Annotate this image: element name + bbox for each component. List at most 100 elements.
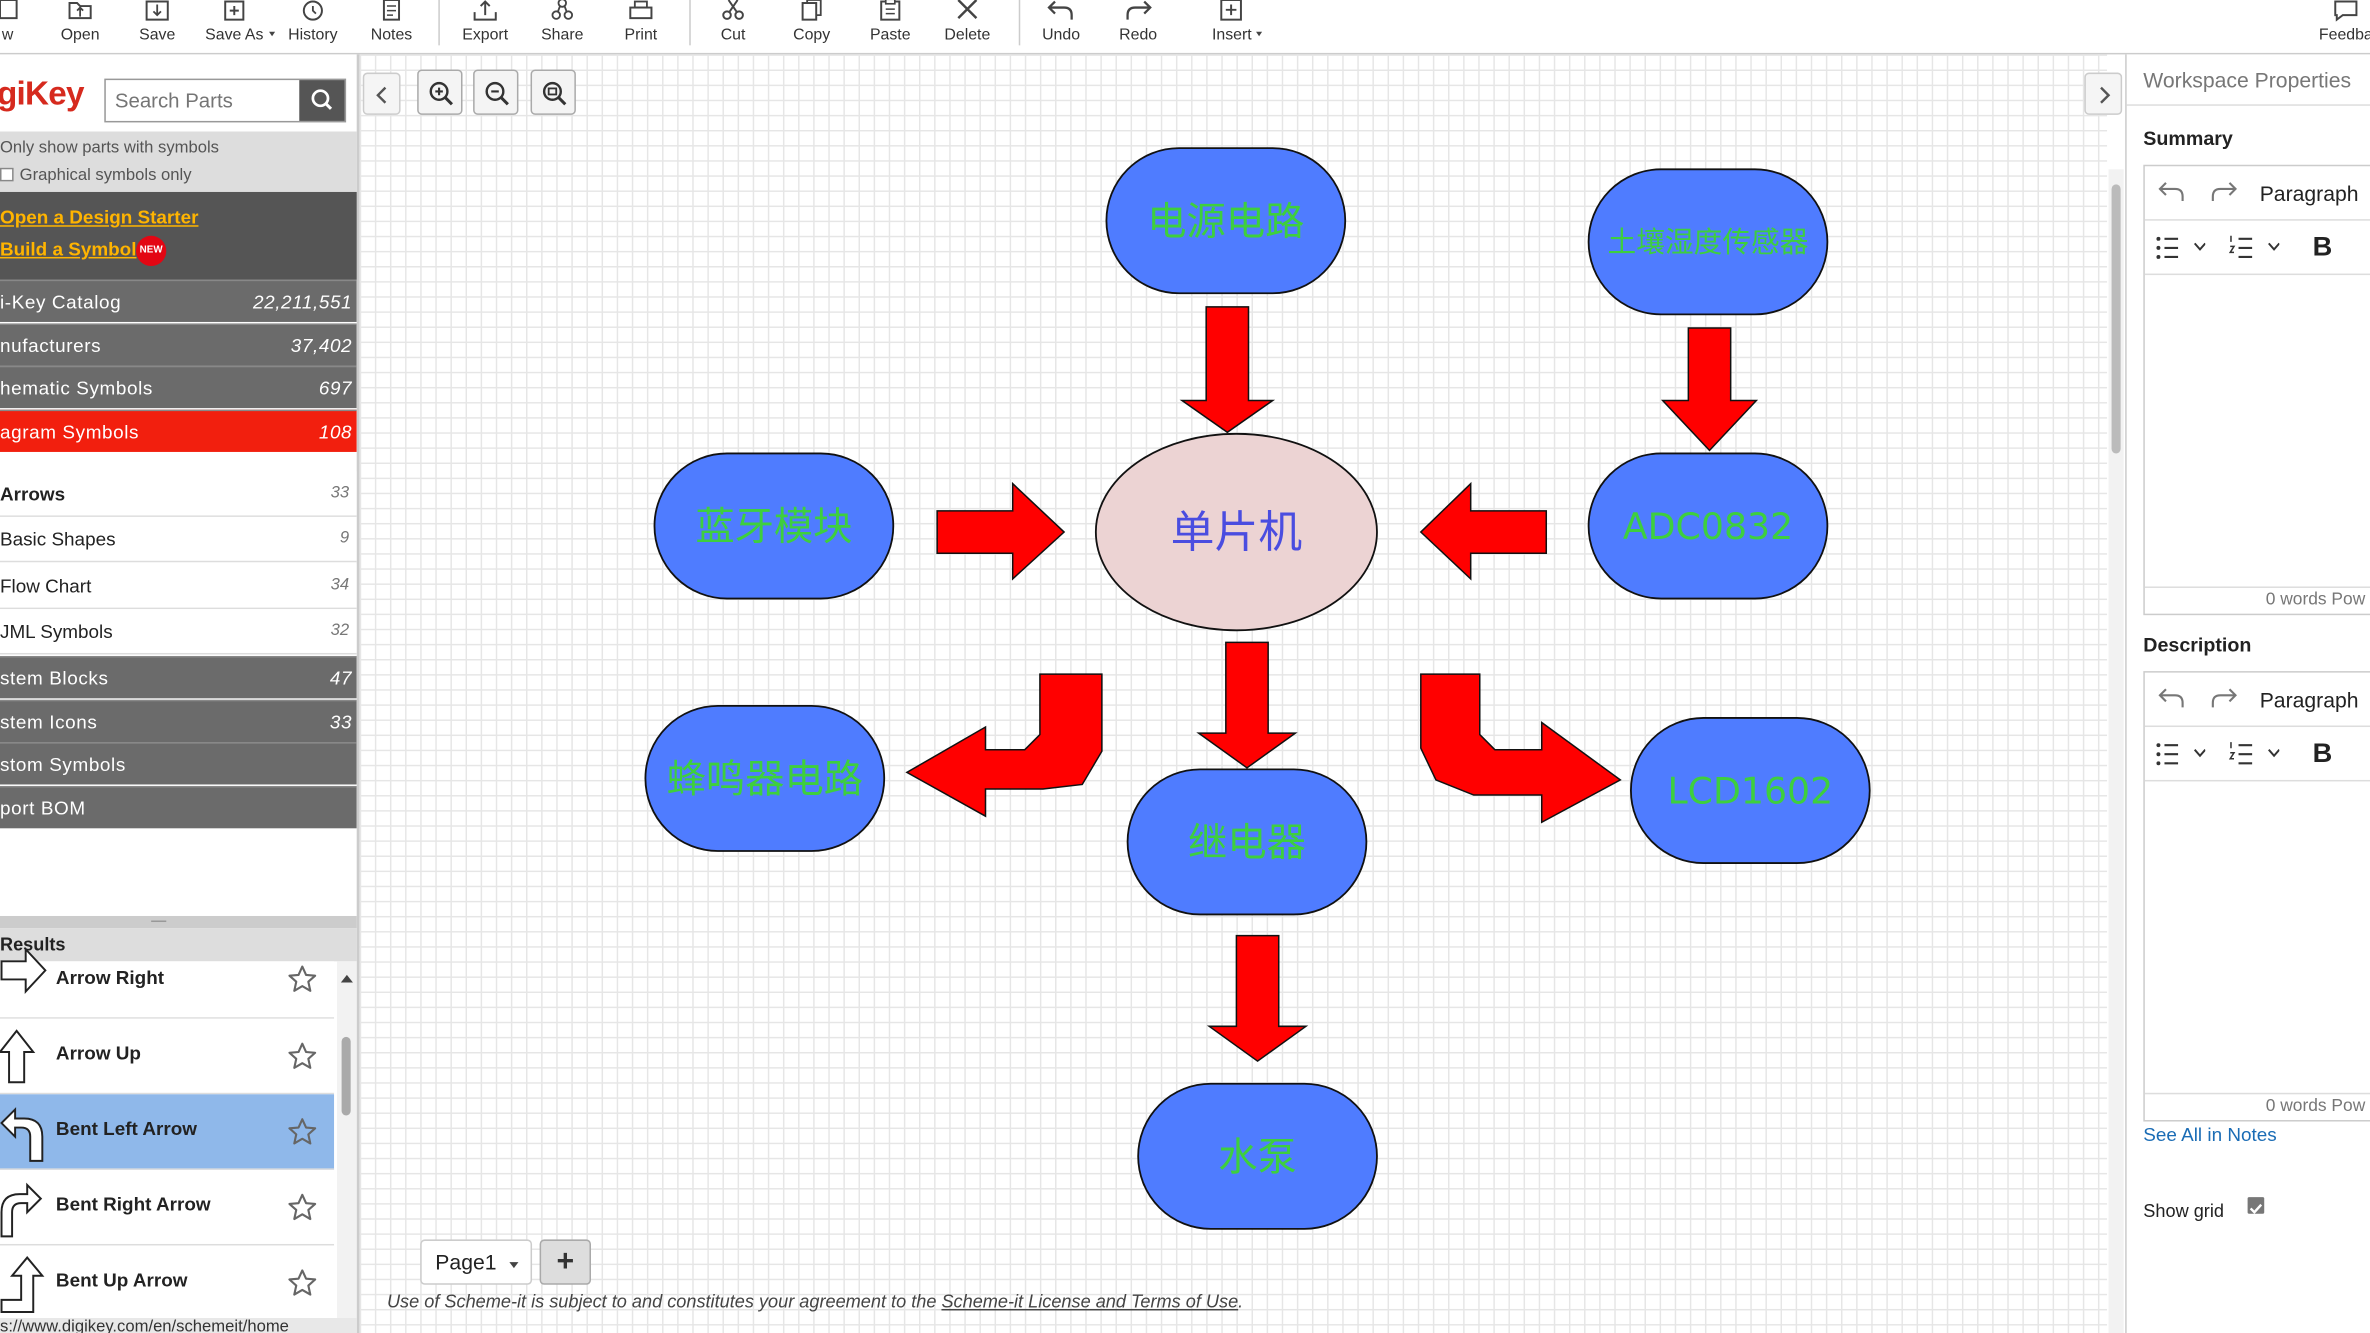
- toolbar-save-as-button[interactable]: Save As: [192, 0, 277, 54]
- toolbar-share-button[interactable]: Share: [520, 0, 605, 54]
- collapse-left-panel-button[interactable]: [362, 72, 401, 115]
- paragraph-style-select[interactable]: Paragraph: [2259, 687, 2359, 712]
- results-scroll-thumb[interactable]: [341, 1036, 351, 1116]
- category-stom-symbols[interactable]: stom Symbols: [0, 742, 357, 785]
- terms-link[interactable]: Scheme-it License and Terms of Use: [941, 1290, 1239, 1312]
- search-button[interactable]: [299, 80, 345, 121]
- category-count: 33: [330, 483, 350, 502]
- toolbar-undo-button[interactable]: Undo: [1019, 0, 1104, 54]
- search-input[interactable]: [105, 80, 300, 121]
- result-arrow-up[interactable]: Arrow Up: [0, 1018, 335, 1095]
- favorite-star-icon[interactable]: [287, 1193, 317, 1223]
- toolbar-button-label: Notes: [370, 25, 413, 44]
- canvas-scrollbar[interactable]: [2108, 169, 2124, 1333]
- node-adc[interactable]: [1587, 452, 1829, 600]
- panel-splitter[interactable]: [0, 915, 357, 929]
- see-all-notes-link[interactable]: See All in Notes: [2143, 1124, 2277, 1146]
- numbered-list-icon[interactable]: [2228, 739, 2280, 769]
- undo-icon: [1047, 0, 1073, 20]
- toolbar-paste-button[interactable]: Paste: [848, 0, 933, 54]
- node-relay[interactable]: [1126, 768, 1368, 916]
- toolbar-insert-button[interactable]: Insert: [1190, 0, 1275, 54]
- toolbar-w-button[interactable]: w: [0, 0, 50, 54]
- canvas-scroll-thumb[interactable]: [2111, 184, 2121, 454]
- toolbar-print-button[interactable]: Print: [599, 0, 684, 54]
- category-label: Arrows: [0, 483, 66, 505]
- toolbar-copy-button[interactable]: Copy: [769, 0, 854, 54]
- category-label: i-Key Catalog: [0, 291, 122, 313]
- build-symbol-link[interactable]: Build a Symbol: [0, 238, 137, 260]
- toolbar-save-button[interactable]: Save: [115, 0, 200, 54]
- category-port-bom[interactable]: port BOM: [0, 785, 357, 828]
- favorite-star-icon[interactable]: [287, 964, 317, 994]
- result-label: Bent Left Arrow: [55, 1118, 197, 1140]
- graphical-checkbox[interactable]: [0, 167, 14, 182]
- zoom-fit-button[interactable]: [530, 69, 576, 115]
- toolbar-delete-button[interactable]: Delete: [925, 0, 1010, 54]
- toolbar-export-button[interactable]: Export: [443, 0, 528, 54]
- result-bent-up-arrow[interactable]: Bent Up Arrow: [0, 1245, 335, 1322]
- node-bluetooth[interactable]: [653, 452, 895, 600]
- bold-button[interactable]: B: [2312, 231, 2333, 262]
- page-tab[interactable]: Page1: [420, 1239, 533, 1285]
- numbered-list-icon[interactable]: [2228, 233, 2280, 263]
- scroll-up-icon[interactable]: [337, 969, 357, 990]
- toolbar-feedba-button[interactable]: Feedba: [2304, 0, 2370, 54]
- node-power[interactable]: [1105, 147, 1347, 295]
- favorite-star-icon[interactable]: [287, 1268, 317, 1298]
- result-bent-right-arrow[interactable]: Bent Right Arrow: [0, 1169, 335, 1246]
- notes-icon: [382, 0, 401, 21]
- paragraph-style-select[interactable]: Paragraph: [2259, 181, 2359, 206]
- word-count-bar: 0 words Pow: [2144, 1092, 2370, 1120]
- chevron-right-icon: [2100, 86, 2111, 104]
- toolbar-button-label: w: [1, 25, 14, 44]
- zoom-out-button[interactable]: [473, 69, 519, 115]
- toolbar-history-button[interactable]: History: [271, 0, 356, 54]
- node-lcd-label: LCD1602: [1667, 770, 1833, 813]
- results-scrollbar[interactable]: [337, 961, 357, 1333]
- toolbar-cut-button[interactable]: Cut: [691, 0, 776, 54]
- undo-icon[interactable]: [2157, 685, 2187, 715]
- node-lcd[interactable]: [1630, 717, 1871, 864]
- node-soil[interactable]: [1587, 168, 1829, 316]
- redo-icon[interactable]: [2208, 178, 2238, 208]
- footer-text: Use of Scheme-it is subject to and const…: [386, 1290, 942, 1312]
- show-grid-checkbox[interactable]: [2247, 1197, 2265, 1214]
- favorite-star-icon[interactable]: [287, 1041, 317, 1071]
- bullet-list-icon[interactable]: [2154, 739, 2206, 769]
- filter-graphical[interactable]: Graphical symbols only: [0, 166, 192, 184]
- toolbar-button-label: Redo: [1119, 25, 1158, 44]
- bold-button[interactable]: B: [2312, 737, 2333, 768]
- redo-icon[interactable]: [2208, 685, 2238, 715]
- bent-right-arrow-icon: [0, 1182, 43, 1238]
- favorite-star-icon[interactable]: [287, 1117, 317, 1147]
- zoom-in-button[interactable]: [417, 69, 463, 115]
- toolbar-redo-button[interactable]: Redo: [1096, 0, 1181, 54]
- bullet-list-icon[interactable]: [2154, 233, 2206, 263]
- collapse-right-panel-button[interactable]: [2084, 72, 2123, 115]
- undo-icon[interactable]: [2157, 178, 2187, 208]
- add-page-button[interactable]: +: [539, 1239, 591, 1285]
- category-arrows[interactable]: Arrows 33: [0, 471, 357, 517]
- toolbar-open-button[interactable]: Open: [38, 0, 123, 54]
- node-pump[interactable]: [1137, 1082, 1378, 1230]
- node-mcu[interactable]: [1094, 432, 1378, 632]
- toolbar-notes-button[interactable]: Notes: [349, 0, 434, 54]
- node-buzzer[interactable]: [644, 704, 886, 852]
- result-arrow-right[interactable]: Arrow Right: [0, 946, 335, 1019]
- result-bent-left-arrow[interactable]: Bent Left Arrow: [0, 1094, 335, 1170]
- description-title: Description: [2143, 633, 2252, 656]
- open-design-starter-link[interactable]: Open a Design Starter: [0, 207, 199, 229]
